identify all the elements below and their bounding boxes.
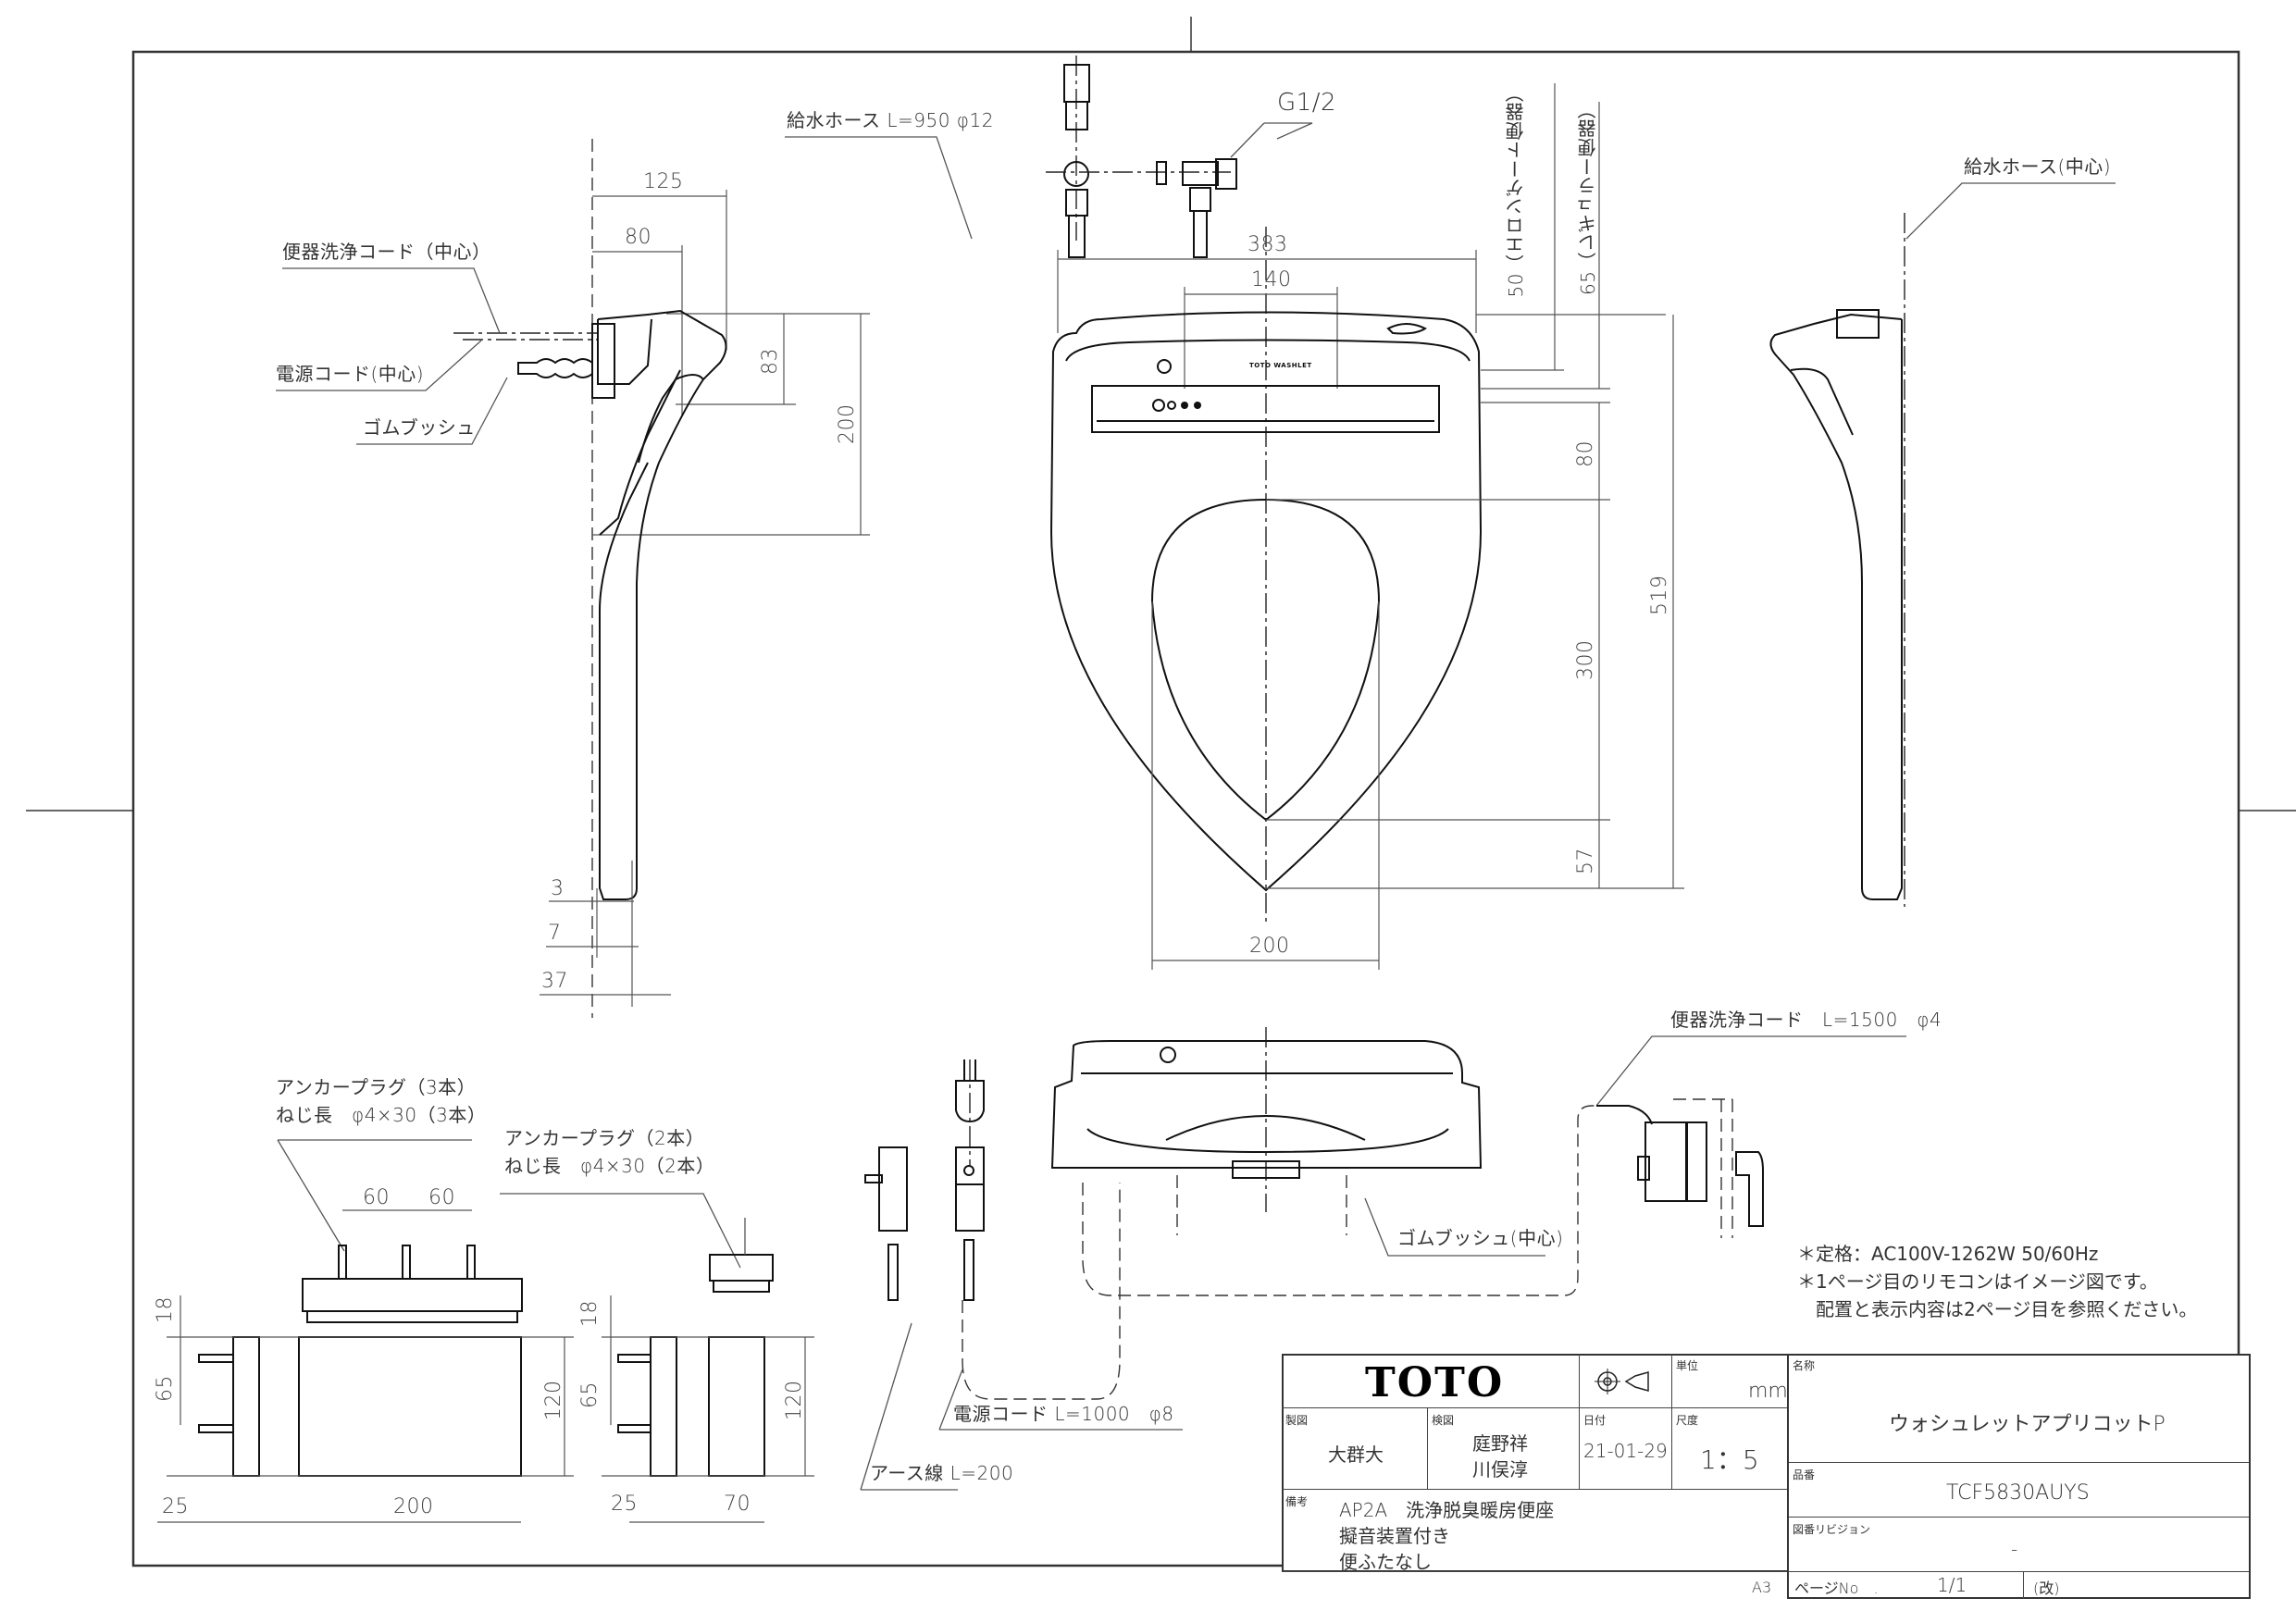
- dim-200-plan: 200: [1249, 935, 1290, 958]
- page-number: 1/1: [1937, 1574, 1967, 1596]
- supply-hose-label: 給水ホース L=950 φ12: [787, 109, 994, 131]
- flush-cord-center-label: 便器洗浄コード（中心）: [282, 241, 491, 263]
- date-cell: 日付 21-01-29: [1580, 1408, 1672, 1490]
- dim-200-remote: 200: [393, 1495, 434, 1518]
- dim-383: 383: [1247, 233, 1288, 256]
- sheet-size: A3: [1752, 1579, 1772, 1596]
- anchor-plug-2-line1: アンカープラグ（2本）: [504, 1127, 705, 1149]
- rubber-bush-center-label: ゴムブッシュ(中心): [1397, 1227, 1564, 1249]
- dim-18-remote: 18: [154, 1296, 177, 1323]
- supply-hose-center-label: 給水ホース(中心): [1964, 155, 2112, 178]
- dim-25-remote: 25: [162, 1495, 189, 1518]
- checked-by-1: 庭野祥: [1472, 1432, 1528, 1455]
- projection-cell: [1580, 1354, 1672, 1408]
- elongated-bowl-label: 50（エロンゲート便器）: [1505, 83, 1527, 298]
- power-cord-center-label: 電源コード(中心): [276, 363, 425, 385]
- dim-65-holder: 65: [578, 1381, 602, 1408]
- anchor-plug-2-line2: ねじ長 φ4×30（2本）: [504, 1155, 715, 1177]
- dim-200-vertical: 200: [836, 403, 859, 445]
- revision-cell: 図番リビジョン -: [1789, 1518, 2249, 1572]
- note-refer-page2: 配置と表示内容は2ページ目を参照ください。: [1797, 1298, 2198, 1320]
- flush-cord-label: 便器洗浄コード L=1500 φ4: [1670, 1009, 1942, 1031]
- revision-value: -: [2011, 1538, 2018, 1560]
- front-view: [860, 1027, 1906, 1491]
- dim-65-remote: 65: [154, 1375, 177, 1402]
- spec-notes: ＊定格：AC100V-1262W 50/60Hz ＊1ページ目のリモコンはイメー…: [1797, 1240, 2197, 1323]
- remarks-line1: AP2A 洗浄脱臭暖房便座: [1339, 1499, 1555, 1521]
- dim-60-a: 60: [363, 1186, 390, 1209]
- part-number: TCF5830AUYS: [1946, 1481, 2090, 1505]
- dim-83: 83: [759, 348, 782, 375]
- revision-caption: 図番リビジョン: [1793, 1523, 1871, 1536]
- scale-cell: 尺度 1：5: [1672, 1408, 1789, 1490]
- dim-125: 125: [643, 170, 684, 193]
- dim-519: 519: [1648, 575, 1671, 616]
- earth-wire-label: アース線 L=200: [870, 1462, 1014, 1484]
- date-caption: 日付: [1583, 1414, 1607, 1427]
- page-cell: ページNo . 1/1: [1789, 1572, 2024, 1599]
- name-caption: 名称: [1793, 1359, 1816, 1372]
- drawn-by: 大群大: [1328, 1443, 1384, 1466]
- sheet-border: [131, 50, 2240, 1567]
- scale-caption: 尺度: [1676, 1414, 1699, 1427]
- name-cell: 名称 ウォシュレットアプリコットP: [1789, 1354, 2249, 1463]
- scale-value: 1：5: [1700, 1444, 1759, 1475]
- checked-by-2: 川俣淳: [1472, 1458, 1528, 1481]
- revision-mark: (改): [2033, 1580, 2060, 1597]
- dim-120-remote: 120: [542, 1380, 565, 1421]
- rubber-bush-label: ゴムブッシュ: [363, 416, 476, 439]
- third-angle-projection-icon: [1595, 1369, 1649, 1394]
- right-side-view: [1769, 182, 2116, 907]
- page-caption: ページNo .: [1794, 1580, 1879, 1597]
- part-caption: 品番: [1793, 1468, 1816, 1481]
- remote-and-holder-views: [157, 1139, 814, 1523]
- checked-caption: 検図: [1432, 1414, 1455, 1427]
- remarks-cell: 備考 AP2A 洗浄脱臭暖房便座 擬音装置付き 便ふたなし: [1282, 1490, 1789, 1573]
- dim-25-holder: 25: [611, 1493, 638, 1516]
- dim-18-holder: 18: [578, 1300, 602, 1327]
- part-number-cell: 品番 TCF5830AUYS: [1789, 1463, 2249, 1518]
- note-remote-image: ＊1ページ目のリモコンはイメージ図です。: [1797, 1270, 2158, 1293]
- note-rating: ＊定格：AC100V-1262W 50/60Hz: [1797, 1243, 2099, 1265]
- anchor-plug-3-line2: ねじ長 φ4×30（3本）: [276, 1104, 487, 1126]
- remarks-line3: 便ふたなし: [1339, 1551, 1432, 1573]
- remarks-line2: 擬音装置付き: [1339, 1525, 1450, 1547]
- dim-80: 80: [625, 226, 652, 249]
- date-value: 21-01-29: [1583, 1440, 1668, 1462]
- remarks-caption: 備考: [1285, 1495, 1309, 1508]
- unit-value: mm: [1748, 1380, 1788, 1403]
- logo-cell: TOTO: [1282, 1354, 1580, 1408]
- anchor-plug-3-line1: アンカープラグ（3本）: [276, 1076, 477, 1098]
- dim-80-plan: 80: [1574, 440, 1597, 467]
- left-side-view: [276, 139, 870, 1018]
- dim-37: 37: [541, 970, 568, 993]
- plan-view: [785, 56, 1684, 970]
- unit-cell: 単位 mm: [1672, 1354, 1789, 1408]
- thread-label: G1/2: [1277, 89, 1336, 117]
- dim-120-holder: 120: [783, 1380, 806, 1421]
- dim-57: 57: [1574, 848, 1597, 874]
- drawn-cell: 製図 大群大: [1282, 1408, 1428, 1490]
- title-block: TOTO 単位 mm 製図 大群大 検図 庭野祥 川俣淳 日付 21-01-29…: [1282, 1354, 2251, 1599]
- dim-70-holder: 70: [724, 1493, 751, 1516]
- regular-bowl-label: 65（レギュラー便器）: [1577, 100, 1599, 295]
- checked-cell: 検図 庭野祥 川俣淳: [1428, 1408, 1580, 1490]
- dim-60-b: 60: [428, 1186, 455, 1209]
- toto-logo: TOTO: [1365, 1359, 1505, 1406]
- unit-caption: 単位: [1676, 1359, 1699, 1372]
- dim-7: 7: [548, 922, 562, 945]
- dim-140: 140: [1251, 268, 1292, 291]
- dim-300: 300: [1574, 639, 1597, 681]
- product-name: ウォシュレットアプリコットP: [1889, 1413, 2166, 1436]
- drawn-caption: 製図: [1285, 1414, 1309, 1427]
- brand-mark: TOTO WASHLET: [1249, 362, 1312, 369]
- power-cord-label: 電源コード L=1000 φ8: [953, 1403, 1174, 1425]
- dim-3: 3: [551, 877, 565, 900]
